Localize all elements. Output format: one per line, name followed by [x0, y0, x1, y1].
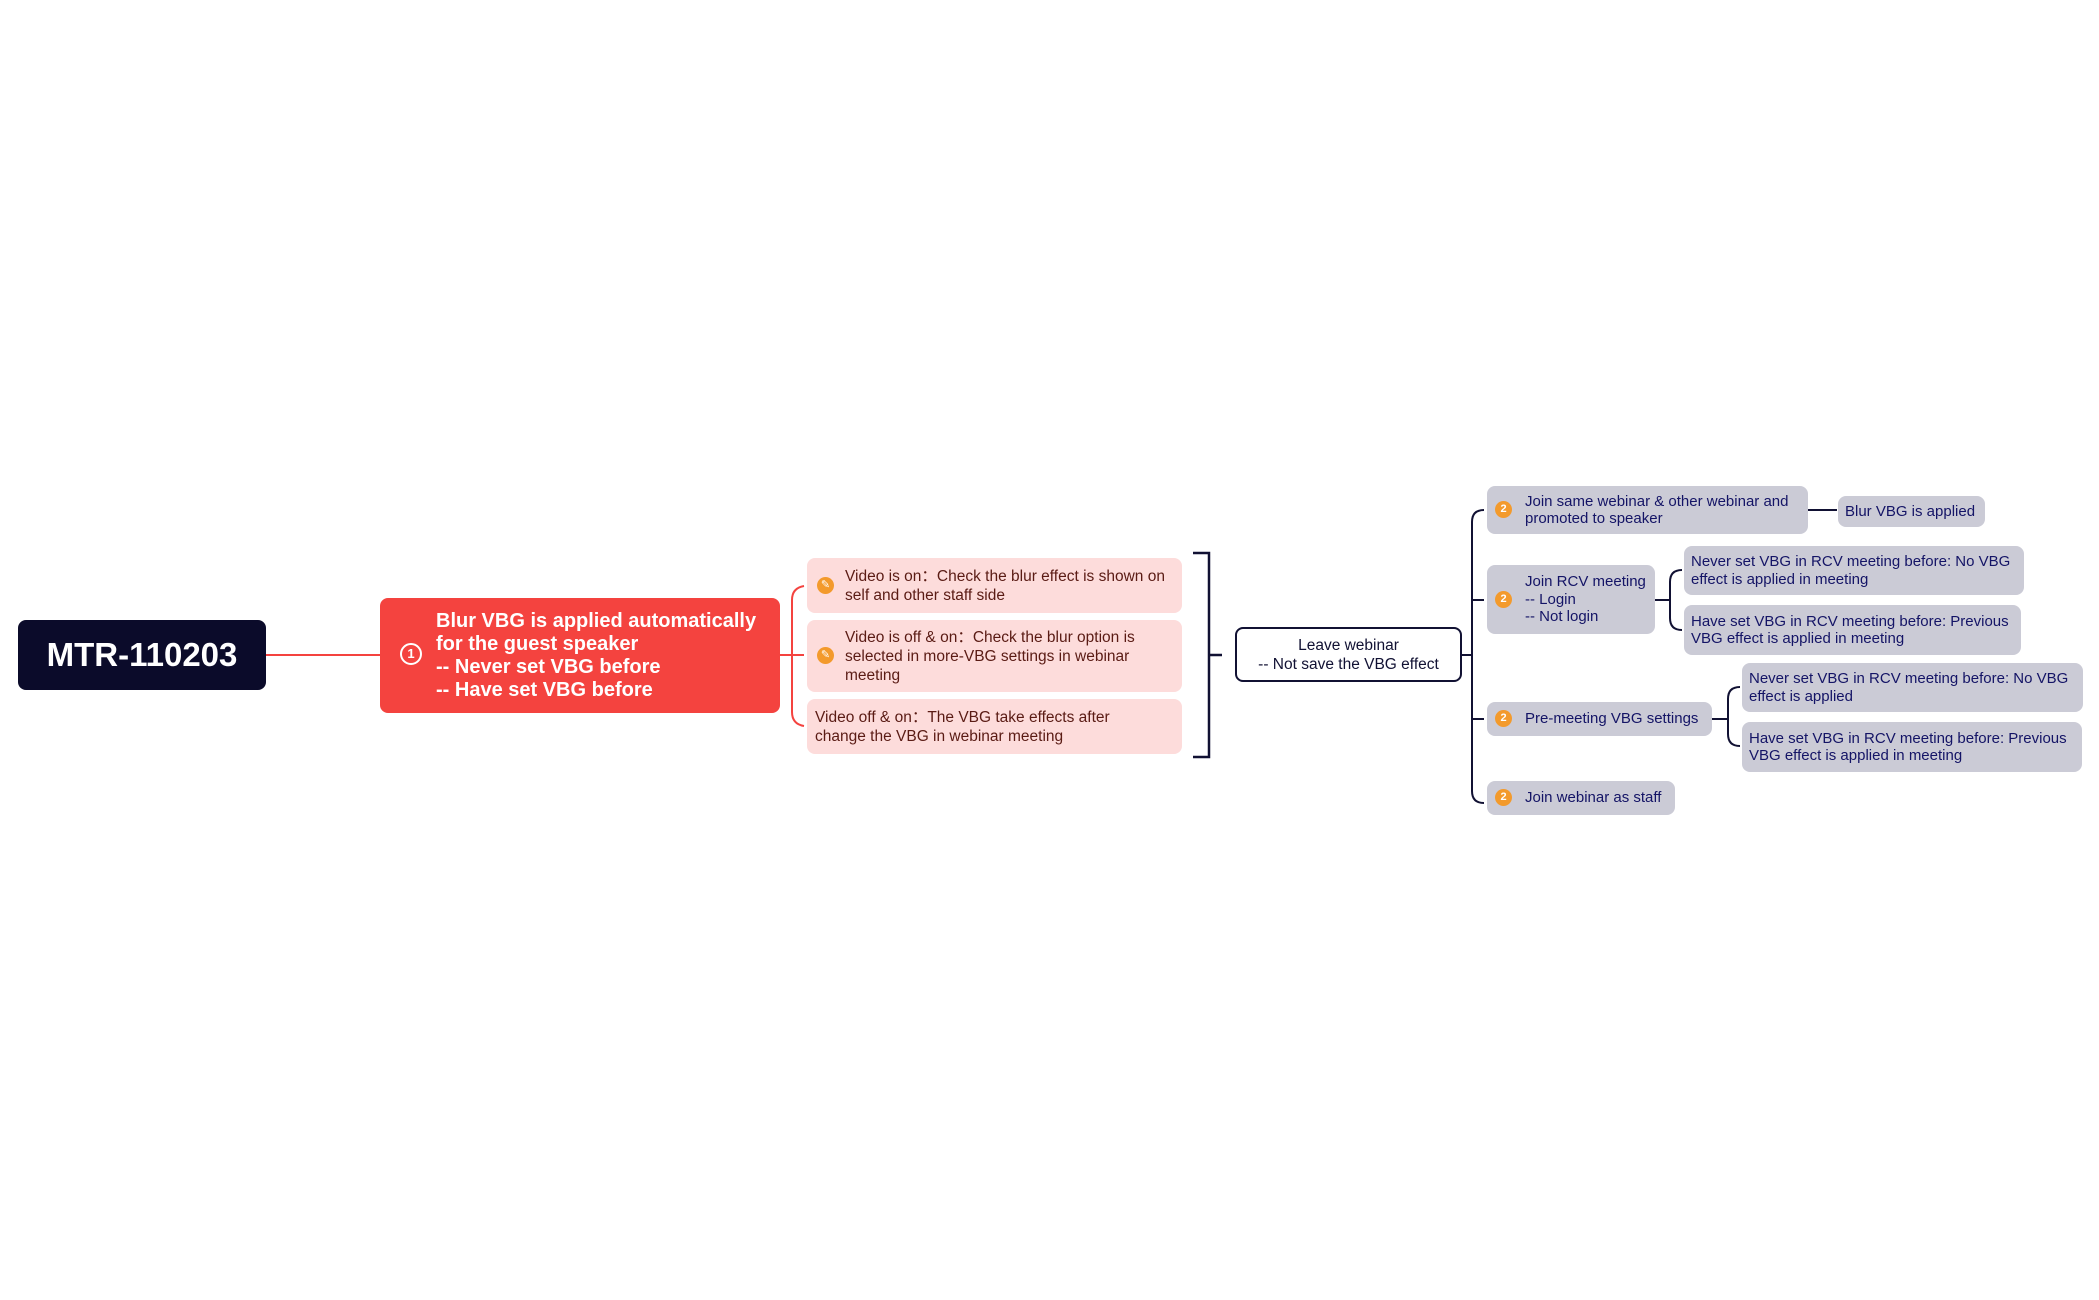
branch-text: Pre-meeting VBG settings	[1525, 710, 1698, 728]
leaf-pre-have-set[interactable]: Have set VBG in RCV meeting before: Prev…	[1742, 722, 2082, 772]
check-line: change the VBG in webinar meeting	[815, 727, 1064, 745]
check-video-on[interactable]: ✎ Video is on：Check the blur effect is s…	[807, 558, 1182, 613]
connector-main-checks	[780, 585, 805, 727]
leaf-line: Never set VBG in RCV meeting before: No …	[1749, 670, 2069, 687]
check-text: Video off & on：The VBG take effects afte…	[815, 708, 1110, 746]
branch-line: -- Login	[1525, 590, 1576, 608]
branch-pre-meeting-vbg[interactable]: 2 Pre-meeting VBG settings	[1487, 702, 1712, 736]
branch-line: Join same webinar & other webinar and	[1525, 492, 1789, 510]
leave-line: Leave webinar	[1298, 636, 1399, 654]
step-2-icon: 2	[1495, 501, 1512, 518]
step-2-icon: 2	[1495, 710, 1512, 727]
check-video-off-on[interactable]: ✎ Video is off & on：Check the blur optio…	[807, 620, 1182, 692]
branch-text: Join RCV meeting -- Login -- Not login	[1525, 573, 1646, 626]
leaf-line: VBG effect is applied in meeting	[1749, 747, 1963, 764]
leaf-line: Have set VBG in RCV meeting before: Prev…	[1691, 612, 2009, 630]
leaf-text: Have set VBG in RCV meeting before: Prev…	[1691, 613, 2009, 648]
main-topic[interactable]: 1 Blur VBG is applied automatically for …	[380, 598, 780, 713]
check-line: Video off & on：The VBG take effects afte…	[815, 708, 1110, 726]
step-2-icon: 2	[1495, 591, 1512, 608]
main-line: -- Never set VBG before	[436, 655, 661, 678]
branch-line: Join RCV meeting	[1525, 573, 1646, 591]
branch-join-webinar-promoted[interactable]: 2 Join same webinar & other webinar and …	[1487, 486, 1808, 534]
leave-line: -- Not save the VBG effect	[1258, 655, 1439, 673]
leaf-line: Never set VBG in RCV meeting before: No …	[1691, 553, 2011, 570]
check-text: Video is on：Check the blur effect is sho…	[845, 567, 1165, 605]
leaf-text: Never set VBG in RCV meeting before: No …	[1691, 553, 2010, 588]
check-text: Video is off & on：Check the blur option …	[845, 628, 1135, 685]
leaf-pre-never-set[interactable]: Never set VBG in RCV meeting before: No …	[1742, 663, 2083, 712]
step-2-icon: 2	[1495, 789, 1512, 806]
check-line: Video is on：Check the blur effect is sho…	[845, 567, 1165, 585]
leaf-line: Have set VBG in RCV meeting before: Prev…	[1749, 729, 2067, 747]
edit-icon: ✎	[817, 577, 834, 594]
leaf-text: Never set VBG in RCV meeting before: No …	[1749, 670, 2068, 705]
leaf-blur-applied[interactable]: Blur VBG is applied	[1838, 496, 1985, 527]
check-vbg-change[interactable]: Video off & on：The VBG take effects afte…	[807, 699, 1182, 754]
edit-icon: ✎	[817, 647, 834, 664]
main-line: Blur VBG is applied automatically	[436, 609, 757, 632]
leaf-line: VBG effect is applied in meeting	[1691, 630, 1905, 647]
branch-join-rcv-meeting[interactable]: 2 Join RCV meeting -- Login -- Not login	[1487, 565, 1655, 634]
main-topic-text: Blur VBG is applied automatically for th…	[436, 610, 756, 702]
branch-line: promoted to speaker	[1525, 510, 1663, 527]
connector-branch3-leaves	[1712, 686, 1741, 747]
leave-webinar-node[interactable]: Leave webinar -- Not save the VBG effect	[1235, 627, 1462, 682]
branch-line: Join webinar as staff	[1525, 789, 1662, 807]
root-label: MTR-110203	[46, 636, 238, 673]
branch-text: Join webinar as staff	[1525, 789, 1661, 807]
check-line: selected in more-VBG settings in webinar	[845, 647, 1130, 665]
leaf-line: effect is applied	[1749, 687, 1853, 705]
branch-join-as-staff[interactable]: 2 Join webinar as staff	[1487, 781, 1675, 815]
check-line: meeting	[845, 666, 901, 684]
leaf-rcv-never-set[interactable]: Never set VBG in RCV meeting before: No …	[1684, 546, 2024, 595]
main-line: -- Have set VBG before	[436, 678, 653, 701]
check-line: self and other staff side	[845, 586, 1005, 604]
leaf-text: Have set VBG in RCV meeting before: Prev…	[1749, 730, 2067, 765]
leaf-rcv-have-set[interactable]: Have set VBG in RCV meeting before: Prev…	[1684, 605, 2021, 655]
connector-branch2-leaves	[1655, 569, 1683, 631]
step-1-icon: 1	[400, 643, 422, 665]
connector-leave-branches	[1462, 509, 1485, 804]
summary-bracket	[1193, 551, 1222, 759]
check-line: Video is off & on：Check the blur option …	[845, 628, 1135, 646]
leaf-text: Blur VBG is applied	[1845, 503, 1975, 521]
branch-line: -- Not login	[1525, 608, 1599, 626]
leaf-line: Blur VBG is applied	[1845, 502, 1976, 520]
leaf-line: effect is applied in meeting	[1691, 570, 1869, 588]
root-node[interactable]: MTR-110203	[18, 620, 266, 690]
branch-text: Join same webinar & other webinar and pr…	[1525, 493, 1788, 528]
branch-line: Pre-meeting VBG settings	[1525, 710, 1699, 728]
main-line: for the guest speaker	[436, 632, 639, 655]
